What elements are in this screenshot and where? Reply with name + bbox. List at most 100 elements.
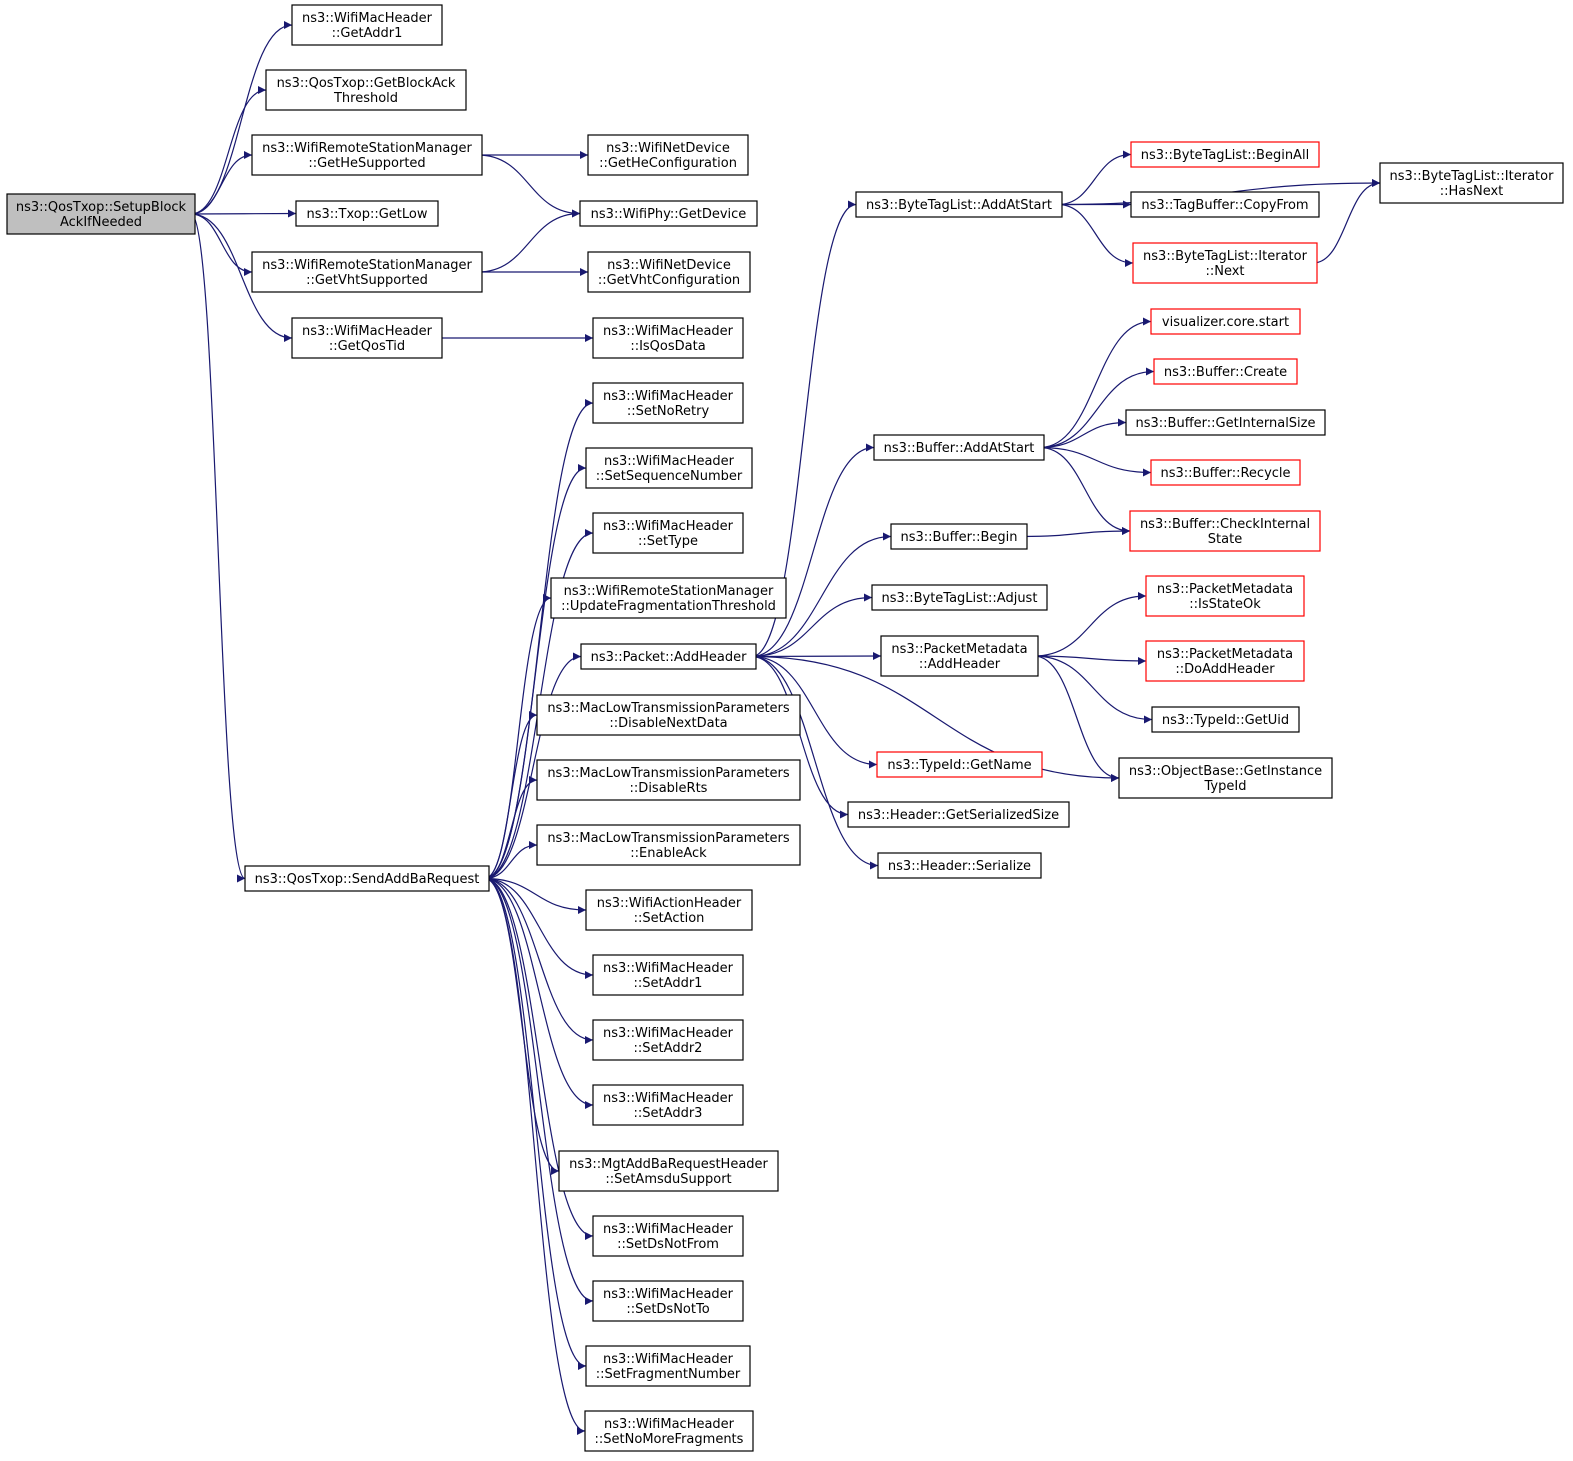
edge-bufaddatstart-to-bufcreate xyxy=(1039,367,1155,449)
node-setnoretry[interactable]: ns3::WifiMacHeader::SetNoRetry xyxy=(592,382,744,424)
node-bufinternal[interactable]: ns3::Buffer::GetInternalSize xyxy=(1125,409,1326,436)
node-label-tidgetname: ns3::TypeId::GetName xyxy=(887,758,1031,773)
node-label-setdsnotto: ns3::WifiMacHeader xyxy=(603,1287,734,1302)
node-enack[interactable]: ns3::MacLowTransmissionParameters::Enabl… xyxy=(536,824,801,866)
node-box-getdevice xyxy=(579,200,758,227)
node-label-copyfrom: ns3::TagBuffer::CopyFrom xyxy=(1141,198,1308,213)
node-beginall[interactable]: ns3::ByteTagList::BeginAll xyxy=(1130,141,1320,168)
node-label-settype: ::SetType xyxy=(638,534,698,549)
node-label-getdevice: ns3::WifiPhy::GetDevice xyxy=(591,207,747,222)
node-box-setaddr3 xyxy=(592,1084,744,1126)
node-setfragnum[interactable]: ns3::WifiMacHeader::SetFragmentNumber xyxy=(585,1345,751,1387)
node-pktaddhdr[interactable]: ns3::Packet::AddHeader xyxy=(580,643,757,670)
node-setaddr2[interactable]: ns3::WifiMacHeader::SetAddr2 xyxy=(592,1019,744,1061)
node-copyfrom[interactable]: ns3::TagBuffer::CopyFrom xyxy=(1130,191,1320,218)
node-label-gethesup: ns3::WifiRemoteStationManager xyxy=(262,141,472,156)
node-getdevice[interactable]: ns3::WifiPhy::GetDevice xyxy=(579,200,758,227)
node-label-getvhtsup: ::GetVhtSupported xyxy=(306,273,428,288)
edge-sendaddba-to-setaddr3 xyxy=(484,877,594,1109)
node-box-hasnext xyxy=(1379,162,1564,204)
node-getheconf[interactable]: ns3::WifiNetDevice::GetHeConfiguration xyxy=(587,134,749,176)
node-getvhtsup[interactable]: ns3::WifiRemoteStationManager::GetVhtSup… xyxy=(251,251,483,293)
node-label-setamsdu: ::SetAmsduSupport xyxy=(605,1172,731,1187)
node-vizstart[interactable]: visualizer.core.start xyxy=(1150,308,1301,335)
node-box-bufaddatstart xyxy=(873,434,1045,461)
edges-layer xyxy=(190,21,1381,1435)
node-btladdatstart[interactable]: ns3::ByteTagList::AddAtStart xyxy=(855,191,1063,218)
node-pmdoadd[interactable]: ns3::PacketMetadata::DoAddHeader xyxy=(1145,640,1305,682)
node-label-setnoretry: ::SetNoRetry xyxy=(627,404,710,419)
edge-setup-to-getaddr1 xyxy=(190,21,293,215)
edge-sendaddba-to-setaddr1 xyxy=(484,877,594,979)
node-label-pktaddhdr: ns3::Packet::AddHeader xyxy=(591,650,747,665)
node-setnomore[interactable]: ns3::WifiMacHeader::SetNoMoreFragments xyxy=(584,1410,754,1452)
node-bufcreate[interactable]: ns3::Buffer::Create xyxy=(1153,358,1298,385)
node-bufrecycle[interactable]: ns3::Buffer::Recycle xyxy=(1150,459,1301,486)
node-getqostid[interactable]: ns3::WifiMacHeader::GetQosTid xyxy=(291,317,443,359)
node-label-getaddr1: ns3::WifiMacHeader xyxy=(302,11,433,26)
node-label-setup: AckIfNeeded xyxy=(60,215,142,230)
node-setamsdu[interactable]: ns3::MgtAddBaRequestHeader::SetAmsduSupp… xyxy=(558,1150,779,1192)
edge-sendaddba-to-setaction xyxy=(484,877,587,914)
node-sendaddba[interactable]: ns3::QosTxop::SendAddBaRequest xyxy=(244,865,490,892)
node-box-itnext xyxy=(1132,242,1318,284)
edge-bufbegin-to-bufcheck xyxy=(1022,527,1131,538)
edge-pktaddhdr-to-bufbegin xyxy=(751,532,892,658)
edge-bufaddatstart-to-bufcheck xyxy=(1039,446,1131,535)
node-hasnext[interactable]: ns3::ByteTagList::Iterator::HasNext xyxy=(1379,162,1564,204)
edge-pmaddhdr-to-tidgetuid xyxy=(1033,655,1153,724)
node-label-btladdatstart: ns3::ByteTagList::AddAtStart xyxy=(866,198,1052,213)
node-disnext[interactable]: ns3::MacLowTransmissionParameters::Disab… xyxy=(536,694,801,736)
node-setaddr3[interactable]: ns3::WifiMacHeader::SetAddr3 xyxy=(592,1084,744,1126)
node-box-btladjust xyxy=(871,584,1048,611)
node-label-hdrgetsize: ns3::Header::GetSerializedSize xyxy=(858,808,1059,823)
node-setdsnotto[interactable]: ns3::WifiMacHeader::SetDsNotTo xyxy=(592,1280,744,1322)
node-pmaddhdr[interactable]: ns3::PacketMetadata::AddHeader xyxy=(880,635,1039,677)
node-setaddr1[interactable]: ns3::WifiMacHeader::SetAddr1 xyxy=(592,954,744,996)
node-label-bufrecycle: ns3::Buffer::Recycle xyxy=(1160,466,1290,481)
node-gethesup[interactable]: ns3::WifiRemoteStationManager::GetHeSupp… xyxy=(251,134,483,176)
edge-setup-to-getqostid xyxy=(190,213,293,342)
edge-itnext-to-hasnext xyxy=(1312,179,1381,264)
edge-pktaddhdr-to-hdrserialize xyxy=(751,655,879,870)
node-label-settype: ns3::WifiMacHeader xyxy=(603,519,734,534)
node-label-setnomore: ::SetNoMoreFragments xyxy=(595,1432,744,1447)
node-btladjust[interactable]: ns3::ByteTagList::Adjust xyxy=(871,584,1048,611)
node-tidgetname[interactable]: ns3::TypeId::GetName xyxy=(876,751,1043,778)
node-getaddr1[interactable]: ns3::WifiMacHeader::GetAddr1 xyxy=(291,4,443,46)
node-settype[interactable]: ns3::WifiMacHeader::SetType xyxy=(592,512,744,554)
node-getvhtconf[interactable]: ns3::WifiNetDevice::GetVhtConfiguration xyxy=(587,251,751,293)
node-box-pmaddhdr xyxy=(880,635,1039,677)
node-box-setdsnotto xyxy=(592,1280,744,1322)
node-hdrserialize[interactable]: ns3::Header::Serialize xyxy=(877,852,1042,879)
edge-pktaddhdr-to-btladjust xyxy=(751,593,873,658)
node-hdrgetsize[interactable]: ns3::Header::GetSerializedSize xyxy=(847,801,1070,828)
node-box-sendaddba xyxy=(244,865,490,892)
node-box-disnext xyxy=(536,694,801,736)
node-label-setnoretry: ns3::WifiMacHeader xyxy=(603,389,734,404)
node-disrts[interactable]: ns3::MacLowTransmissionParameters::Disab… xyxy=(536,759,801,801)
node-box-getlow xyxy=(295,200,439,227)
node-label-pmaddhdr: ns3::PacketMetadata xyxy=(891,642,1027,657)
node-itnext[interactable]: ns3::ByteTagList::Iterator::Next xyxy=(1132,242,1318,284)
node-setdsnotfrom[interactable]: ns3::WifiMacHeader::SetDsNotFrom xyxy=(592,1215,744,1257)
node-box-getblockack xyxy=(265,69,467,111)
node-isqosdata[interactable]: ns3::WifiMacHeader::IsQosData xyxy=(592,317,744,359)
edge-sendaddba-to-setdsnotto xyxy=(484,877,594,1305)
node-tidgetuid[interactable]: ns3::TypeId::GetUid xyxy=(1151,706,1300,733)
node-bufaddatstart[interactable]: ns3::Buffer::AddAtStart xyxy=(873,434,1045,461)
node-bufbegin[interactable]: ns3::Buffer::Begin xyxy=(890,523,1028,550)
node-pmisok[interactable]: ns3::PacketMetadata::IsStateOk xyxy=(1145,575,1305,617)
node-label-bufaddatstart: ns3::Buffer::AddAtStart xyxy=(884,441,1035,456)
node-updfrag[interactable]: ns3::WifiRemoteStationManager::UpdateFra… xyxy=(550,577,787,619)
node-setaction[interactable]: ns3::WifiActionHeader::SetAction xyxy=(585,889,753,931)
node-getlow[interactable]: ns3::Txop::GetLow xyxy=(295,200,439,227)
node-label-beginall: ns3::ByteTagList::BeginAll xyxy=(1141,148,1309,163)
node-label-setaddr1: ::SetAddr1 xyxy=(634,976,703,991)
node-setseq[interactable]: ns3::WifiMacHeader::SetSequenceNumber xyxy=(585,447,753,489)
node-box-settype xyxy=(592,512,744,554)
